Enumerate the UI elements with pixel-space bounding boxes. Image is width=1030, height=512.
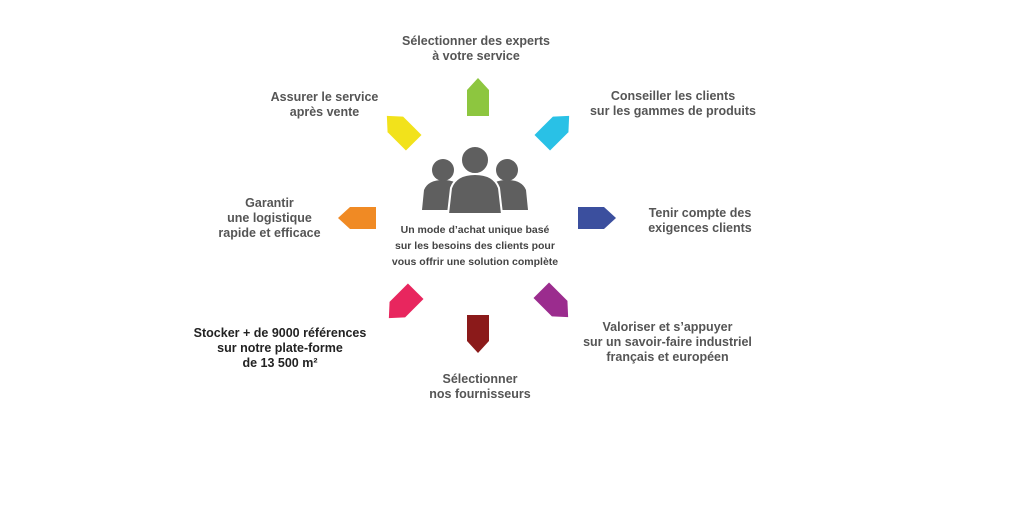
center-line-3: vous offrir une solution complète [391, 256, 559, 268]
arrow-exigences [578, 207, 616, 229]
people-group-icon [422, 145, 528, 215]
label-stocker: Stocker + de 9000 références sur notre p… [193, 326, 367, 370]
label-conseiller: Conseiller les clients sur les gammes de… [589, 89, 757, 118]
arrow-service [386, 115, 422, 151]
arrow-fournisseurs [467, 315, 489, 353]
center-description: Un mode d’achat unique basé sur les beso… [380, 222, 570, 270]
label-fournisseurs: Sélectionner nos fournisseurs [429, 372, 531, 401]
label-exigences: Tenir compte des exigences clients [648, 206, 752, 235]
arrow-experts [467, 78, 489, 116]
arrow-valoriser [533, 282, 569, 318]
label-logistique: Garantir une logistique rapide et effica… [218, 196, 321, 240]
arrow-stocker [388, 283, 424, 319]
center-line-1: Un mode d’achat unique basé [400, 224, 550, 236]
center-line-2: sur les besoins des clients pour [395, 240, 555, 252]
arrow-conseiller [534, 115, 570, 151]
label-valoriser: Valoriser et s’appuyer sur un savoir-fai… [583, 320, 752, 364]
label-experts: Sélectionner des experts à votre service [402, 34, 550, 63]
arrow-logistique [338, 207, 376, 229]
label-service: Assurer le service après vente [270, 90, 379, 119]
